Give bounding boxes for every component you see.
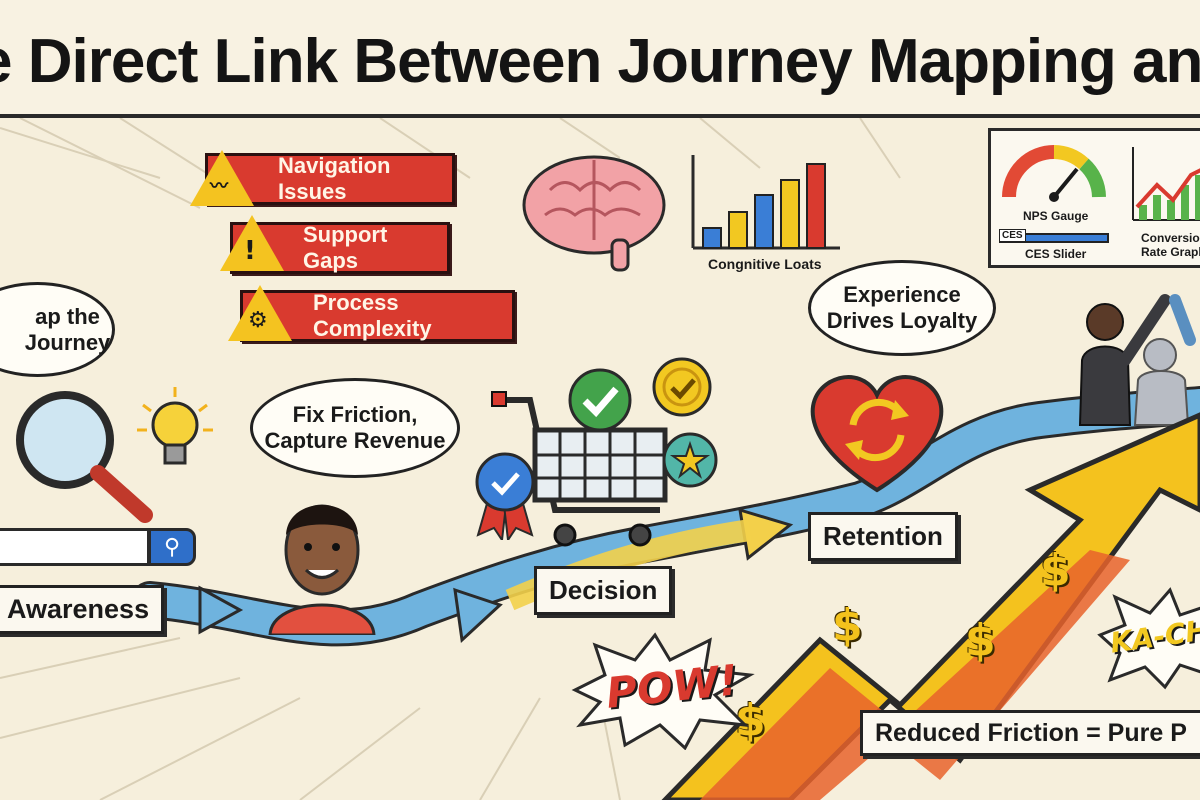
speed-lines-background	[0, 118, 901, 800]
customer-avatar	[268, 504, 376, 635]
scribble-glyph: 〰	[210, 176, 228, 197]
bubble-line: Journey	[24, 329, 111, 355]
bubble-line: Experience	[843, 282, 961, 307]
bubble-line: Drives Loyalty	[826, 308, 978, 333]
ces-slider-label: CES Slider	[1025, 247, 1087, 261]
gear-warning-icon	[228, 285, 292, 341]
exclamation-warning-icon	[220, 215, 284, 271]
dollar-sign: $	[965, 615, 996, 666]
cognitive-load-label: Congnitive Loats	[708, 256, 822, 272]
nps-gauge-label: NPS Gauge	[1023, 209, 1089, 223]
search-input[interactable]	[0, 528, 150, 566]
metrics-panel: NPS Gauge CES CES Slider Conversion Rate…	[988, 128, 1200, 268]
title-bar: e Direct Link Between Journey Mapping an…	[0, 0, 1200, 118]
shopping-cart-icon	[491, 391, 668, 547]
exclamation-glyph: !	[244, 236, 256, 266]
speech-bubble-fix-friction: Fix Friction, Capture Revenue	[250, 378, 460, 478]
magnifying-glass-icon	[16, 391, 153, 523]
brain-icon	[522, 155, 666, 272]
ribbon-award-icon	[475, 452, 535, 540]
kaching-burst-icon	[1097, 587, 1200, 690]
ces-badge: CES	[999, 229, 1026, 242]
bubble-line: ap the	[35, 303, 100, 329]
star-badge-icon	[662, 432, 718, 488]
page-title: e Direct Link Between Journey Mapping an…	[0, 27, 1200, 96]
stage-awareness: Awareness	[0, 585, 165, 634]
warning-label: Navigation Issues	[278, 153, 391, 204]
heart-loyalty-icon	[810, 375, 944, 493]
green-check-badge-icon	[568, 368, 632, 432]
nps-gauge-icon	[1002, 145, 1106, 202]
high-five-people-icon	[1078, 294, 1196, 426]
gear-glyph: ⚙	[248, 308, 268, 333]
search-button[interactable]: ⚲	[148, 528, 196, 566]
speech-bubble-experience: Experience Drives Loyalty	[808, 260, 996, 356]
bubble-line: Capture Revenue	[264, 428, 446, 453]
cognitive-load-chart	[691, 155, 840, 250]
dollar-sign: $	[832, 600, 863, 651]
warning-label: Support Gaps	[303, 222, 388, 273]
bubble-line: Fix Friction,	[292, 402, 418, 427]
conversion-label-1: Conversion	[1141, 231, 1200, 245]
stage-decision: Decision	[534, 566, 673, 615]
conversion-rate-graph	[1132, 147, 1200, 221]
warning-label: Process Complexity	[313, 290, 432, 341]
reduced-friction-label: Reduced Friction = Pure P	[860, 710, 1200, 756]
lightbulb-icon	[137, 387, 213, 465]
stage-retention: Retention	[808, 512, 958, 561]
pow-burst-icon	[571, 632, 755, 750]
conversion-label-2: Rate Graph	[1141, 245, 1200, 259]
gold-check-badge-icon	[652, 357, 712, 417]
dollar-sign: $	[1040, 545, 1071, 596]
scribble-warning-icon	[190, 150, 254, 206]
search-icon: ⚲	[163, 534, 181, 560]
